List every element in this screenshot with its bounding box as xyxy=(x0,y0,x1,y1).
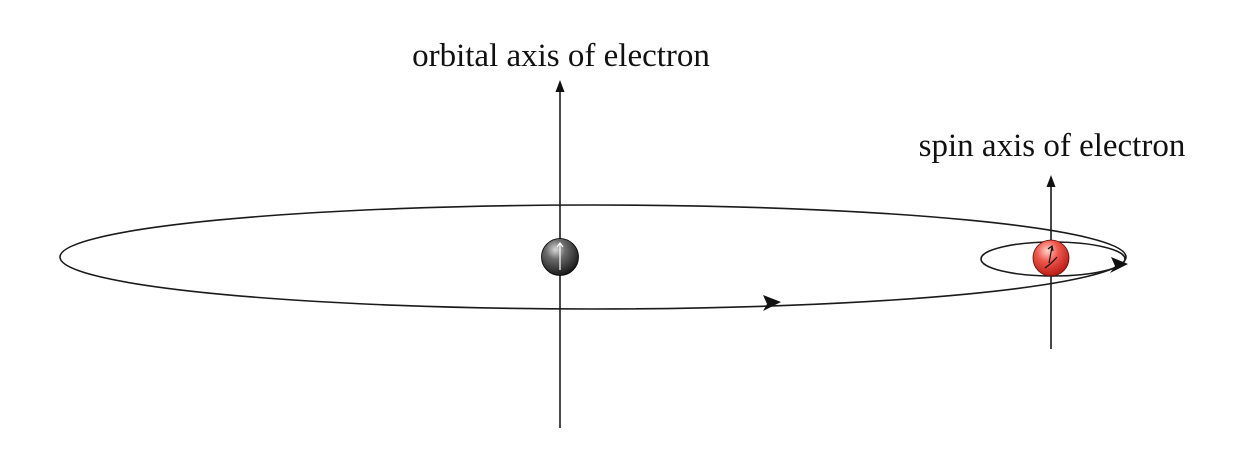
orbital-axis-arrowhead xyxy=(555,80,565,92)
electron xyxy=(1032,239,1070,277)
spin-axis-arrowhead xyxy=(1046,175,1056,187)
nucleus xyxy=(541,238,579,276)
spin-direction-arrowhead xyxy=(1110,257,1128,273)
orbit-direction-arrowhead xyxy=(763,295,781,311)
spin-axis-label: spin axis of electron xyxy=(919,128,1186,164)
orbital-axis-label: orbital axis of electron xyxy=(412,38,710,74)
orbit-path xyxy=(59,204,1127,310)
